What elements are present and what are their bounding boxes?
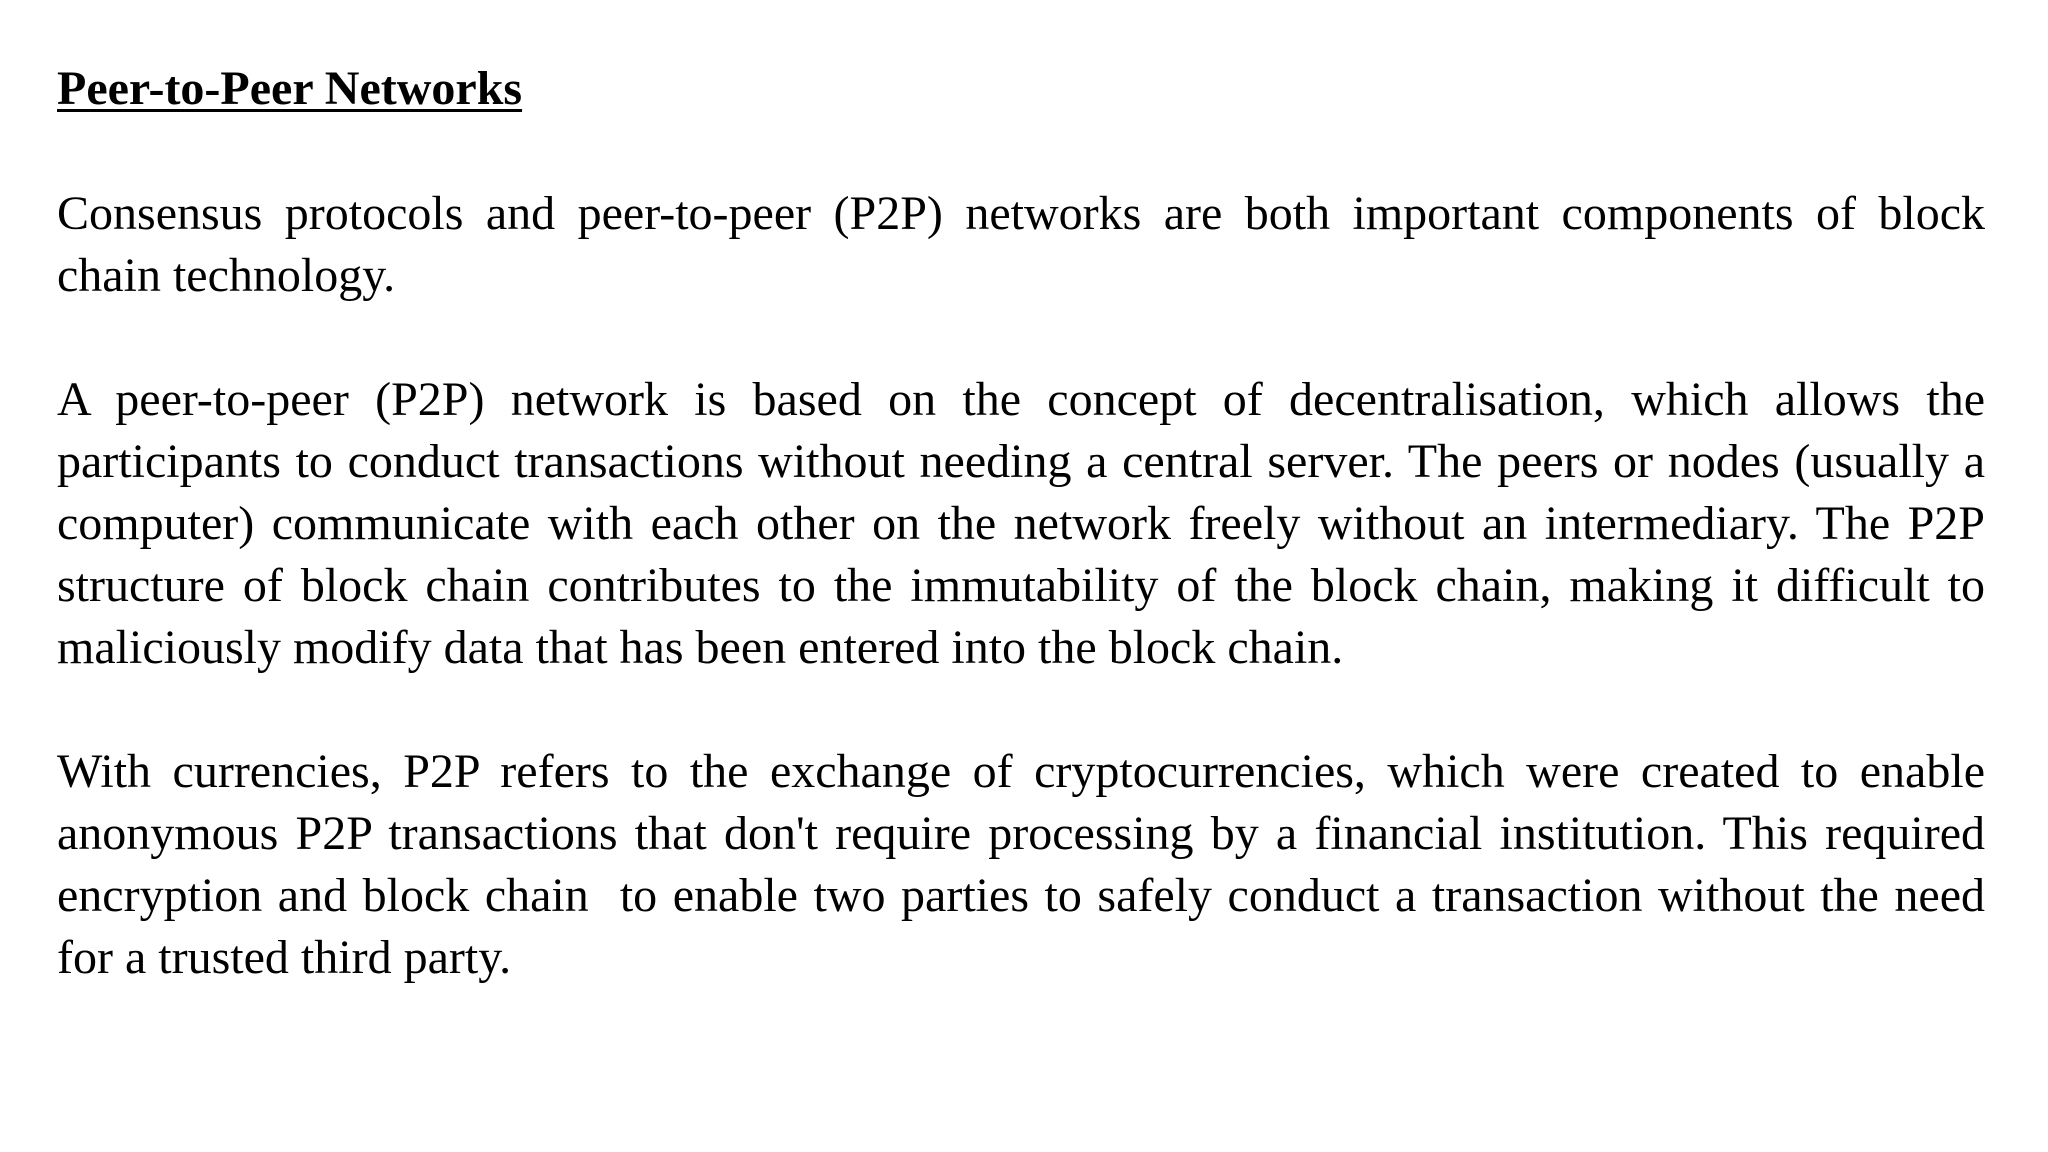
paragraph-currencies: With currencies, P2P refers to the excha… — [57, 745, 1997, 984]
document-page: Peer-to-Peer Networks Consensus protocol… — [57, 58, 1985, 1051]
paragraph-p2p-network: A peer-to-peer (P2P) network is based on… — [57, 373, 1997, 674]
paragraph-intro: Consensus protocols and peer-to-peer (P2… — [57, 187, 1997, 302]
page-title: Peer-to-Peer Networks — [57, 62, 523, 115]
